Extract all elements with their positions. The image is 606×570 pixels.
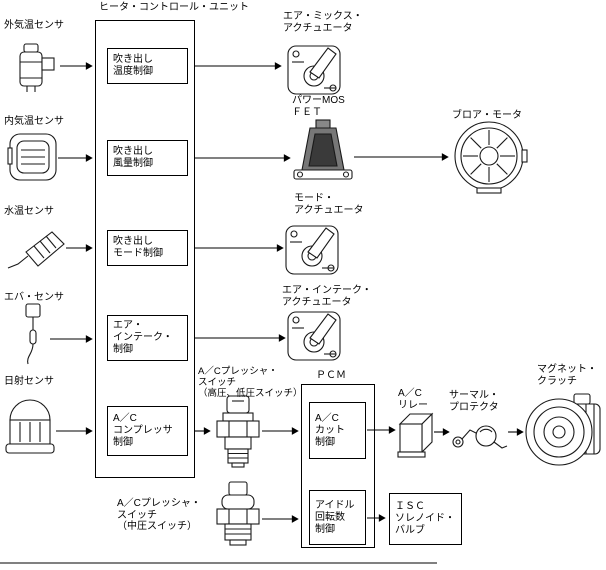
thermal-protector-icon <box>452 425 508 449</box>
pressure-switch-mid-icon <box>216 481 260 546</box>
outside-temp-sensor-icon <box>19 43 55 92</box>
control-box-mode-label: 吹き出し モード制御 <box>113 236 163 259</box>
control-box-mode: 吹き出し モード制御 <box>107 230 188 266</box>
magnet-clutch-label: マグネット・ クラッチ <box>537 364 597 387</box>
pcm-box-ac-cut-label: A／C カット 制御 <box>315 412 345 448</box>
pressure-switch-mid-label: A／Cプレッシャ・ スイッチ （中圧スイッチ） <box>117 498 201 532</box>
isc-solenoid-valve-box: ＩＳＣ ソレノイド・ バルブ <box>389 493 462 545</box>
actuator-label-mode: モード・ アクチュエータ <box>294 193 364 216</box>
blower-motor-icon <box>454 121 528 194</box>
ac-relay-label: A／C リレー <box>398 388 428 411</box>
air-intake-actuator-icon <box>287 311 341 361</box>
control-box-compressor-label: A／C コンプレッサ 制御 <box>113 413 173 448</box>
inside-temp-sensor-icon <box>7 133 57 181</box>
control-box-intake-label: エア・ インテーク・ 制御 <box>113 320 173 355</box>
actuator-label-blower-motor: ブロア・モータ <box>452 110 522 121</box>
actuator-label-air-mix: エア・ミックス・ アクチュエータ <box>283 11 363 34</box>
sunload-sensor-icon <box>5 399 55 454</box>
control-box-compressor: A／C コンプレッサ 制御 <box>107 406 188 456</box>
evaporator-sensor-icon <box>25 303 41 365</box>
pcm-box <box>301 384 375 548</box>
pcm-box-ac-cut: A／C カット 制御 <box>309 402 366 459</box>
ac-relay-icon <box>397 412 434 458</box>
mode-actuator-icon <box>285 225 339 275</box>
sensor-label-sunload: 日射センサ <box>4 376 54 387</box>
water-temp-sensor-icon <box>7 231 65 269</box>
sensor-label-evaporator: エバ・センサ <box>4 292 64 303</box>
magnet-clutch-icon <box>525 393 601 466</box>
sensor-label-outside-temp: 外気温センサ <box>4 20 64 31</box>
heater-control-unit-box <box>95 20 195 478</box>
air-mix-actuator-icon <box>287 45 341 95</box>
actuator-label-power-mos-fet: パワーMOS ＦＥＴ <box>292 95 345 118</box>
control-box-airflow: 吹き出し 風量制御 <box>107 140 188 176</box>
pcm-box-idle-speed: アイドル 回転数 制御 <box>309 490 366 545</box>
actuator-label-air-intake: エア・インテーク・ アクチュエータ <box>282 285 372 308</box>
heater-control-unit-title: ヒータ・コントロール・ユニット <box>99 2 249 13</box>
control-box-outlet-temp: 吹き出し 温度制御 <box>107 48 188 84</box>
pcm-box-idle-speed-label: アイドル 回転数 制御 <box>315 499 355 535</box>
thermal-protector-label: サーマル・ プロテクタ <box>449 390 499 413</box>
control-box-outlet-temp-label: 吹き出し 温度制御 <box>113 54 153 77</box>
pressure-switch-high-low-label: A／Cプレッシャ・ スイッチ （高圧、低圧スイッチ） <box>198 366 303 399</box>
pressure-switch-high-low-icon <box>216 395 260 468</box>
control-box-airflow-label: 吹き出し 風量制御 <box>113 146 153 169</box>
flow-arrows <box>50 62 524 523</box>
isc-solenoid-valve-label: ＩＳＣ ソレノイド・ バルブ <box>395 501 455 536</box>
power-mos-fet-icon <box>293 119 353 180</box>
pcm-title: ＰＣＭ <box>316 370 346 381</box>
sensor-label-water-temp: 水温センサ <box>4 206 54 217</box>
control-box-intake: エア・ インテーク・ 制御 <box>107 315 188 361</box>
sensor-label-inside-temp: 内気温センサ <box>4 116 64 127</box>
